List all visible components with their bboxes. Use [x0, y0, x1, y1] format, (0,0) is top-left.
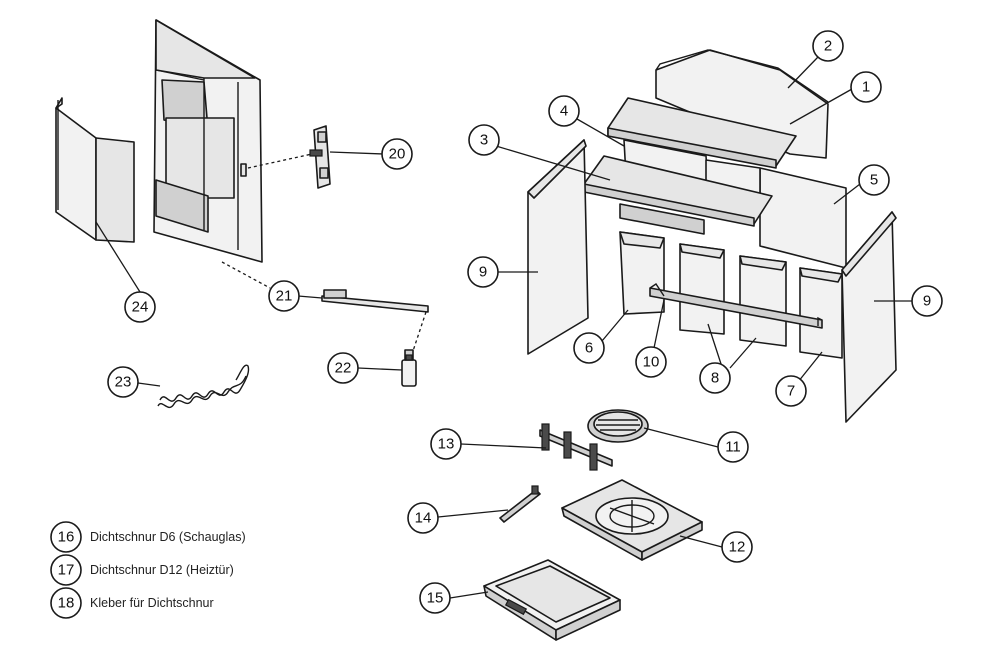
svg-text:1: 1: [862, 79, 870, 96]
callout-20: 20: [381, 138, 413, 170]
callout-14: 14: [407, 502, 439, 534]
part-13-shaker: [539, 423, 613, 471]
svg-text:10: 10: [643, 354, 660, 371]
callout-2: 2: [812, 30, 844, 62]
svg-text:17: 17: [58, 562, 75, 579]
callout-12: 12: [721, 531, 753, 563]
part-9-right-side-stone: [841, 211, 897, 423]
leader-lines: [95, 56, 912, 599]
svg-text:18: 18: [58, 595, 75, 612]
callout-24: 24: [124, 291, 156, 323]
callout-3: 3: [468, 124, 500, 156]
svg-text:14: 14: [415, 510, 432, 527]
callout-9-left: 9: [467, 256, 499, 288]
part-23-sealing-spring: [157, 364, 250, 409]
svg-text:Dichtschnur D12 (Heiztür): Dichtschnur D12 (Heiztür): [90, 563, 234, 577]
callout-11: 11: [717, 431, 749, 463]
svg-text:21: 21: [276, 288, 293, 305]
legend-item-17: 17 Dichtschnur D12 (Heiztür): [50, 554, 234, 586]
svg-text:22: 22: [335, 360, 352, 377]
callout-10: 10: [635, 346, 667, 378]
svg-text:9: 9: [479, 264, 487, 281]
callout-7: 7: [775, 375, 807, 407]
svg-text:3: 3: [480, 132, 488, 149]
part-22-glue-bottle: [401, 349, 417, 387]
part-11-round-grate: [587, 409, 649, 443]
part-15-ash-tray: [483, 559, 621, 641]
callout-21: 21: [268, 280, 300, 312]
callout-4: 4: [548, 95, 580, 127]
svg-text:Kleber für Dichtschnur: Kleber für Dichtschnur: [90, 596, 214, 610]
part-3-mid-plate: [583, 155, 773, 235]
svg-text:9: 9: [923, 293, 931, 310]
svg-text:13: 13: [438, 436, 455, 453]
svg-text:6: 6: [585, 340, 593, 357]
callout-15: 15: [419, 582, 451, 614]
legend: 16 Dichtschnur D6 (Schauglas) 17 Dichtsc…: [50, 521, 246, 619]
svg-text:23: 23: [115, 374, 132, 391]
door-frame: [153, 19, 263, 263]
svg-text:2: 2: [824, 38, 832, 55]
legend-item-18: 18 Kleber für Dichtschnur: [50, 587, 214, 619]
svg-text:24: 24: [132, 299, 149, 316]
callout-22: 22: [327, 352, 359, 384]
legend-item-16: 16 Dichtschnur D6 (Schauglas): [50, 521, 246, 553]
part-10-log-bar: [649, 283, 823, 329]
callout-23: 23: [107, 366, 139, 398]
svg-text:20: 20: [389, 146, 406, 163]
part-7-rear-right-stone: [799, 267, 843, 359]
part-1-top-plate: [607, 97, 797, 169]
part-2-top-back-stone: [655, 49, 829, 159]
part-12-grate-plate: [561, 479, 703, 561]
callout-1: 1: [850, 71, 882, 103]
part-9-left-side-stone: [527, 139, 589, 355]
callout-6: 6: [573, 332, 605, 364]
svg-text:7: 7: [787, 383, 795, 400]
svg-text:8: 8: [711, 370, 719, 387]
svg-text:15: 15: [427, 590, 444, 607]
callout-5: 5: [858, 164, 890, 196]
svg-text:12: 12: [729, 539, 746, 556]
svg-text:16: 16: [58, 529, 75, 546]
svg-text:Dichtschnur D6 (Schauglas): Dichtschnur D6 (Schauglas): [90, 530, 246, 544]
part-8-rear-stones: [679, 243, 787, 347]
part-24-side-panel: [55, 97, 135, 243]
part-21-handle-rod: [221, 261, 429, 355]
callout-13: 13: [430, 428, 462, 460]
part-14-small-rod: [499, 485, 541, 523]
callout-8: 8: [699, 362, 731, 394]
part-20-hinge: [247, 125, 331, 189]
part-6-rear-left-stone: [619, 231, 665, 315]
callout-9-right: 9: [911, 285, 943, 317]
svg-text:5: 5: [870, 172, 878, 189]
svg-text:11: 11: [725, 439, 741, 456]
svg-text:4: 4: [560, 103, 568, 120]
